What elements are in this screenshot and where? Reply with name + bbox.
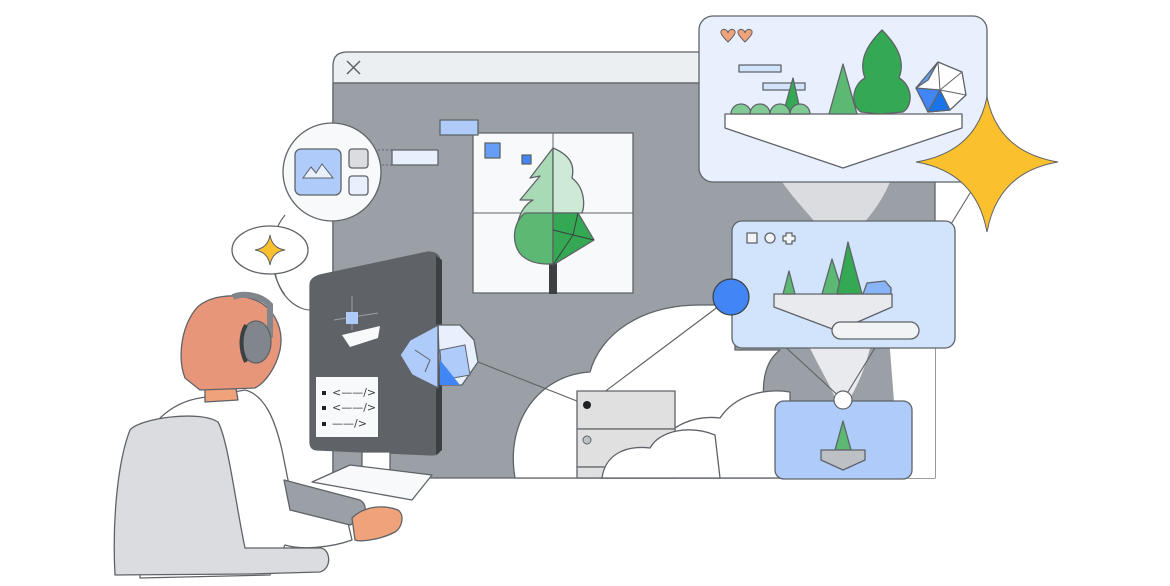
- monitor: <——/> <——/> ——/>: [309, 251, 442, 501]
- funnel-top: [782, 182, 890, 222]
- sparkle-icon: [915, 96, 1059, 233]
- person: [113, 291, 403, 579]
- code-panel: <——/> <——/> ——/>: [316, 377, 378, 437]
- code-line-3: ——/>: [332, 417, 367, 430]
- hearts: [720, 28, 753, 43]
- square-icon: [746, 232, 758, 244]
- plus-icon: [782, 232, 796, 245]
- chair: [113, 415, 330, 576]
- toolbar-shapes[interactable]: [746, 232, 796, 245]
- text-placeholder: [391, 149, 439, 166]
- image-picker-bubble[interactable]: [282, 122, 382, 222]
- asset-thumbnail-panel: [774, 400, 913, 480]
- tag-label: [439, 119, 479, 136]
- scene-editor-panel: [731, 220, 956, 349]
- hand: [351, 506, 403, 542]
- code-line-1: <——/>: [332, 386, 376, 399]
- node-circle-small: [833, 390, 853, 410]
- icosahedron: [915, 61, 967, 113]
- hair: [180, 295, 282, 391]
- code-line-2: <——/>: [332, 401, 376, 414]
- scene-preview-panel: [698, 15, 988, 183]
- circle-icon: [764, 232, 776, 244]
- polyhedron-gem: [399, 324, 479, 389]
- input-bar[interactable]: [831, 321, 920, 340]
- sparkle-icon: [254, 234, 286, 266]
- sparkle-bubble[interactable]: [231, 225, 309, 275]
- heart-icon: [720, 28, 736, 43]
- close-icon[interactable]: [346, 60, 361, 75]
- tree-canvas: [439, 119, 634, 294]
- heart-icon: [737, 28, 753, 43]
- funnel-bottom: [810, 348, 870, 398]
- node-circle: [712, 278, 750, 316]
